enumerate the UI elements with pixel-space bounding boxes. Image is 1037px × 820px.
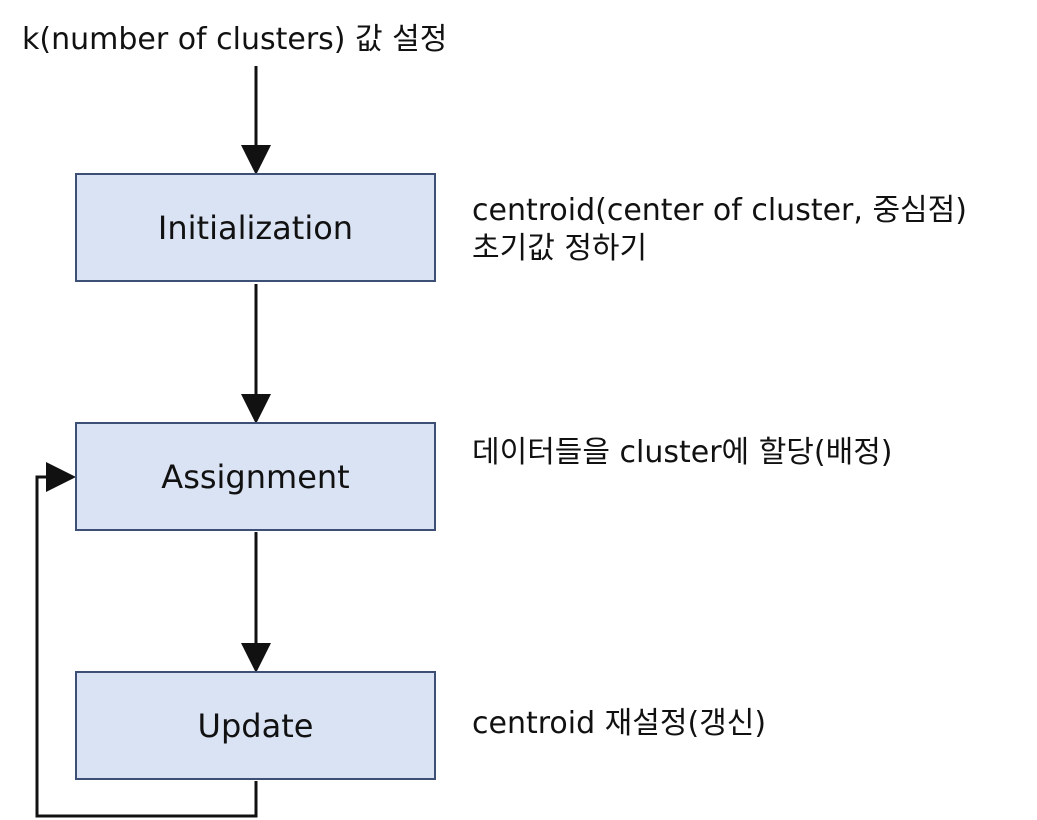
assignment-note-line1: 데이터들을 cluster에 할당(배정) (472, 435, 893, 470)
initialization-box: Initialization (75, 173, 436, 282)
k-setting-label: k(number of clusters) 값 설정 (22, 22, 448, 57)
assignment-note: 데이터들을 cluster에 할당(배정) (472, 434, 893, 472)
initialization-note-line1: centroid(center of cluster, 중심점) (472, 193, 967, 228)
assignment-box: Assignment (75, 422, 436, 531)
assignment-label: Assignment (161, 457, 350, 496)
update-label: Update (197, 706, 314, 745)
update-note: centroid 재설정(갱신) (472, 705, 766, 743)
initialization-note: centroid(center of cluster, 중심점) 초기값 정하기 (472, 192, 967, 268)
initialization-note-line2: 초기값 정하기 (472, 231, 648, 266)
update-box: Update (75, 671, 436, 780)
update-note-line1: centroid 재설정(갱신) (472, 706, 767, 741)
initialization-label: Initialization (157, 208, 354, 247)
loop-arrow-update-to-assignment (35, 462, 258, 818)
